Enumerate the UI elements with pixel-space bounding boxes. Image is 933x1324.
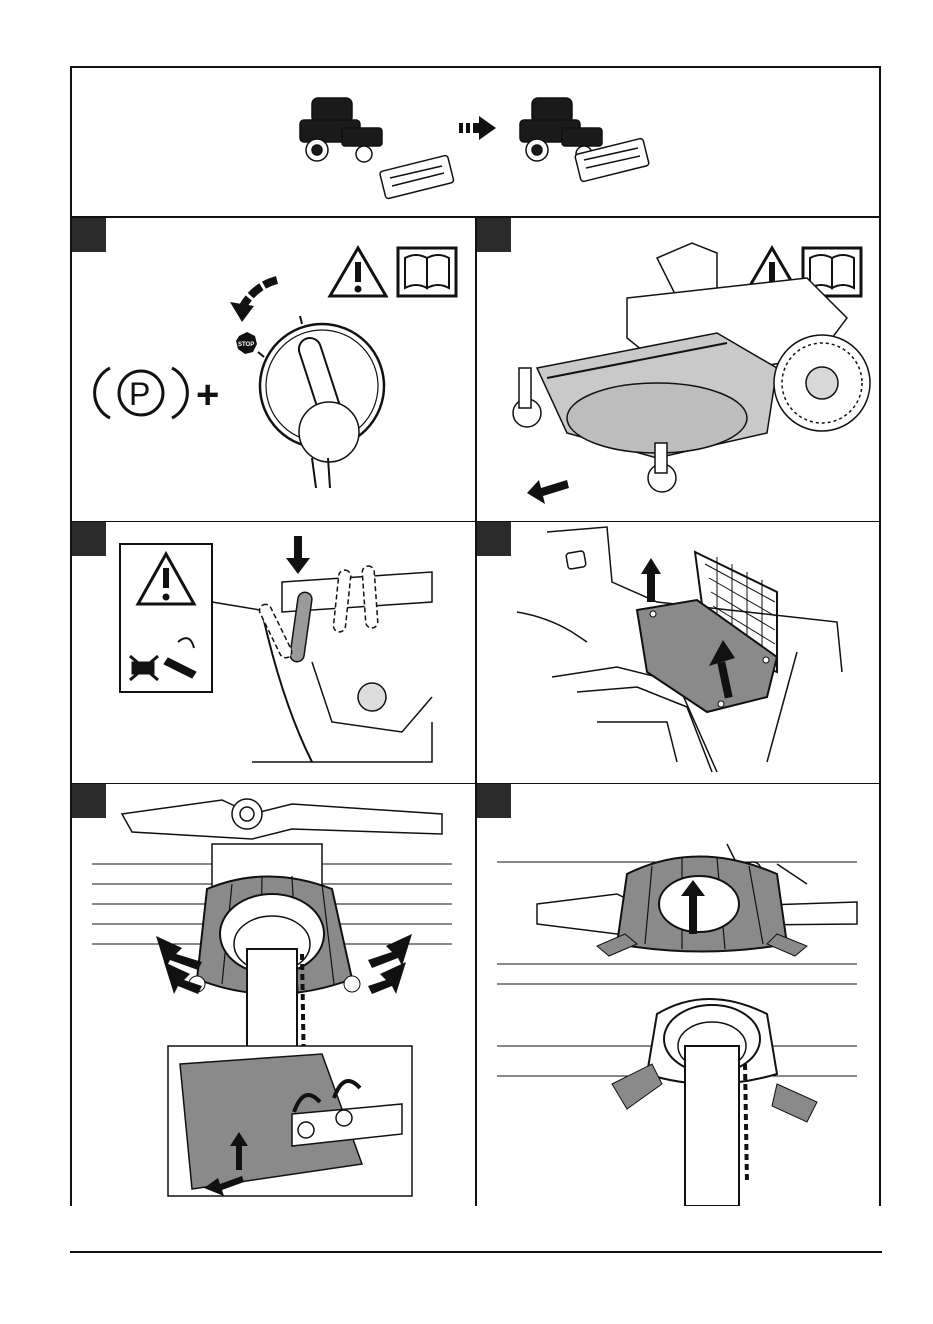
step-5-number-tab (72, 784, 106, 818)
step-1-illustration: P + STOP (72, 218, 476, 522)
manual-book-icon (398, 248, 456, 296)
curved-turn-arrow-icon (242, 280, 277, 308)
step-4-panel (476, 522, 879, 784)
plus-icon: + (196, 373, 219, 417)
step-3-panel (72, 522, 476, 784)
lever-push-arrow-icon (286, 536, 310, 574)
stop-badge-icon: STOP (236, 332, 257, 354)
header-panel (72, 68, 879, 218)
rider-left (300, 98, 382, 162)
detail-inset (168, 1046, 412, 1196)
parking-brake-icon: P (95, 368, 188, 418)
warning-triangle-icon (330, 248, 386, 296)
lever-control-drawing (252, 566, 432, 762)
step-4-illustration (477, 522, 879, 784)
deck-left (379, 155, 454, 199)
step-3-illustration (72, 522, 476, 784)
step-2-number-tab (477, 218, 511, 252)
dashed-right-arrow-icon (459, 116, 496, 140)
svg-text:P: P (129, 376, 150, 412)
direction-arrow-icon (527, 480, 569, 504)
step-6-illustration (477, 784, 879, 1206)
step-6-number-tab (477, 784, 511, 818)
ignition-key-icon (258, 316, 384, 488)
step-3-number-tab (72, 522, 106, 556)
step-1-number-tab (72, 218, 106, 252)
step-6-panel (476, 784, 879, 1206)
svg-text:STOP: STOP (238, 342, 254, 348)
step-1-panel: P + STOP (72, 218, 476, 522)
footer-rule (70, 1251, 882, 1253)
step-4-number-tab (477, 522, 511, 556)
rider-sequence-illustration (72, 68, 879, 218)
step-2-panel (476, 218, 879, 522)
warning-label-box (120, 544, 272, 692)
step-2-illustration (477, 218, 879, 522)
step-5-panel (72, 784, 476, 1206)
step-5-illustration (72, 784, 476, 1206)
illustration-frame: P + STOP (70, 66, 881, 1206)
